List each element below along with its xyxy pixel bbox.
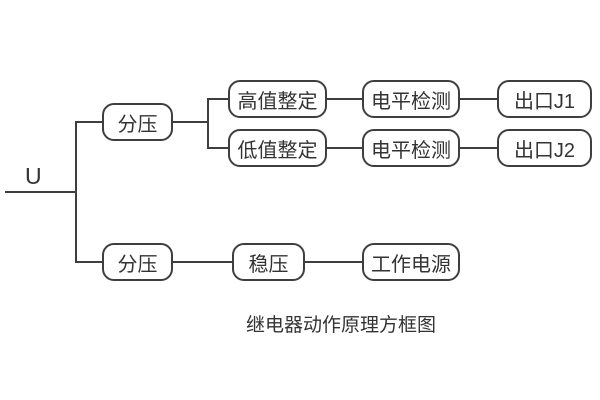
block-label: 出口J1: [513, 90, 576, 113]
connector-branch-to-high-setting: [207, 98, 230, 100]
connector-branch-to-low-setting: [207, 147, 230, 149]
block-label: 稳压: [248, 253, 289, 276]
connector-trunk-vertical: [75, 121, 77, 263]
block-voltage-regulation: 稳压: [232, 243, 305, 281]
connector-trunk-to-divider-bottom: [75, 261, 103, 263]
connector-input-line: [5, 191, 76, 193]
connector-divider-to-branch: [171, 121, 209, 123]
connector-divider-to-regulation: [171, 261, 234, 263]
block-level-detection-2: 电平检测: [362, 129, 460, 167]
connector-detection-to-j2: [458, 147, 499, 149]
block-level-detection-1: 电平检测: [362, 80, 460, 118]
connector-branch-vertical: [207, 98, 209, 149]
diagram-caption: 继电器动作原理方框图: [246, 315, 437, 336]
block-voltage-divider-bottom: 分压: [102, 243, 173, 281]
block-label: 低值整定: [237, 139, 318, 162]
block-high-value-setting: 高值整定: [228, 80, 327, 118]
block-output-j2: 出口J2: [497, 129, 592, 167]
block-voltage-divider-top: 分压: [102, 103, 173, 141]
connector-regulation-to-power: [303, 261, 364, 263]
block-label: 出口J2: [513, 139, 576, 162]
block-working-power: 工作电源: [362, 243, 460, 281]
block-label: 电平检测: [371, 139, 451, 162]
block-label: 分压: [117, 113, 158, 136]
connector-trunk-to-divider-top: [75, 121, 103, 123]
block-low-value-setting: 低值整定: [228, 129, 327, 167]
block-label: 分压: [117, 253, 158, 276]
block-output-j1: 出口J1: [497, 80, 592, 118]
block-label: 高值整定: [237, 90, 318, 113]
connector-low-to-detection: [325, 147, 364, 149]
block-label: 工作电源: [371, 253, 451, 276]
connector-high-to-detection: [325, 98, 364, 100]
connector-detection-to-j1: [458, 98, 499, 100]
block-label: 电平检测: [371, 90, 451, 113]
input-voltage-label: U: [25, 163, 42, 189]
